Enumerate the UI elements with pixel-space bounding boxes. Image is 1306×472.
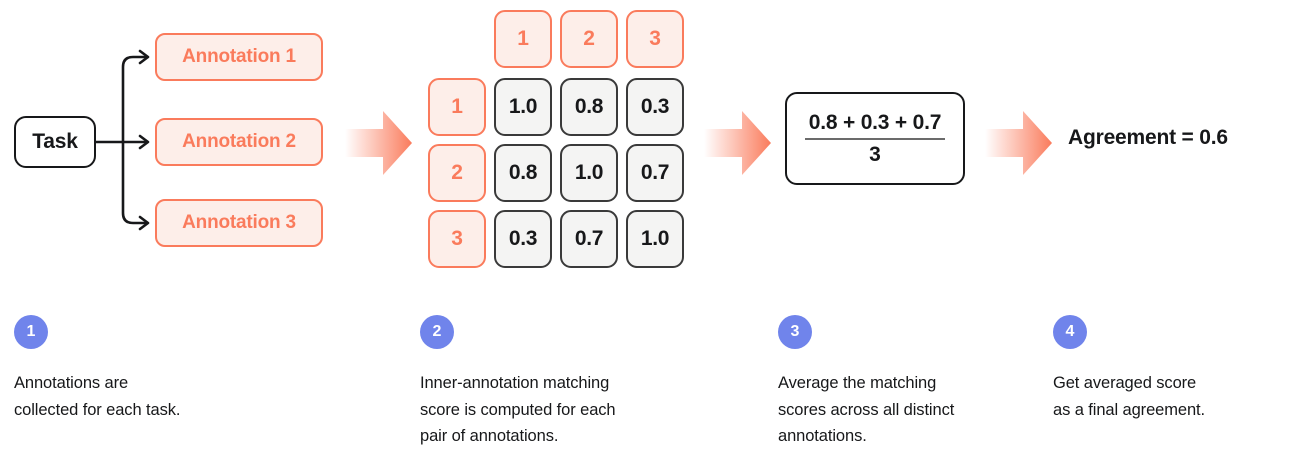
matrix-column-header: 1 — [494, 10, 552, 68]
step-description: Annotations are collected for each task. — [14, 374, 181, 419]
matrix-cell: 1.0 — [626, 210, 684, 268]
annotation-box-1: Annotation 1 — [155, 33, 323, 81]
fraction-denominator: 3 — [869, 142, 881, 166]
task-box: Task — [14, 116, 96, 168]
step-number-badge: 4 — [1053, 315, 1087, 349]
annotation-box-3: Annotation 3 — [155, 199, 323, 247]
annotation-label: Annotation 3 — [182, 212, 296, 233]
matrix-row-header: 1 — [428, 78, 486, 136]
annotation-box-2: Annotation 2 — [155, 118, 323, 166]
matrix-cell: 0.3 — [494, 210, 552, 268]
step-description: Get averaged score as a final agreement. — [1053, 374, 1205, 419]
matrix-column-header: 2 — [560, 10, 618, 68]
step-description: Average the matching scores across all d… — [778, 374, 955, 446]
matrix-row-header: 2 — [428, 144, 486, 202]
task-to-annotation-connectors — [94, 49, 150, 231]
flow-arrow-icon-1 — [345, 111, 412, 175]
matrix-cell: 1.0 — [494, 78, 552, 136]
fraction-bar — [804, 137, 945, 140]
task-label: Task — [32, 130, 78, 153]
agreement-result: Agreement = 0.6 — [1068, 126, 1228, 149]
step-number-badge: 3 — [778, 315, 812, 349]
annotation-label: Annotation 2 — [182, 131, 296, 152]
fraction-numerator: 0.8 + 0.3 + 0.7 — [808, 110, 942, 134]
step-number-badge: 2 — [420, 315, 454, 349]
matrix-column-header: 3 — [626, 10, 684, 68]
matrix-cell: 0.3 — [626, 78, 684, 136]
step-description: Inner-annotation matching score is compu… — [420, 374, 616, 446]
agreement-matrix: 1 2 3 1 2 3 1.0 0.8 0.3 0.8 1.0 0.7 0.3 … — [428, 10, 696, 268]
matrix-cell: 0.7 — [560, 210, 618, 268]
matrix-cell: 0.7 — [626, 144, 684, 202]
step-number-badge: 1 — [14, 315, 48, 349]
matrix-cell: 0.8 — [560, 78, 618, 136]
matrix-cell: 1.0 — [560, 144, 618, 202]
step-4: 4 Get averaged score as a final agreemen… — [1053, 315, 1293, 423]
step-1: 1 Annotations are collected for each tas… — [14, 315, 224, 423]
step-2: 2 Inner-annotation matching score is com… — [420, 315, 710, 450]
average-formula-box: 0.8 + 0.3 + 0.7 3 — [785, 92, 965, 185]
matrix-cell: 0.8 — [494, 144, 552, 202]
step-3: 3 Average the matching scores across all… — [778, 315, 1028, 450]
flow-arrow-icon-2 — [704, 111, 771, 175]
flow-arrow-icon-3 — [985, 111, 1052, 175]
fraction: 0.8 + 0.3 + 0.7 3 — [804, 110, 945, 166]
annotation-label: Annotation 1 — [182, 46, 296, 67]
matrix-row-header: 3 — [428, 210, 486, 268]
